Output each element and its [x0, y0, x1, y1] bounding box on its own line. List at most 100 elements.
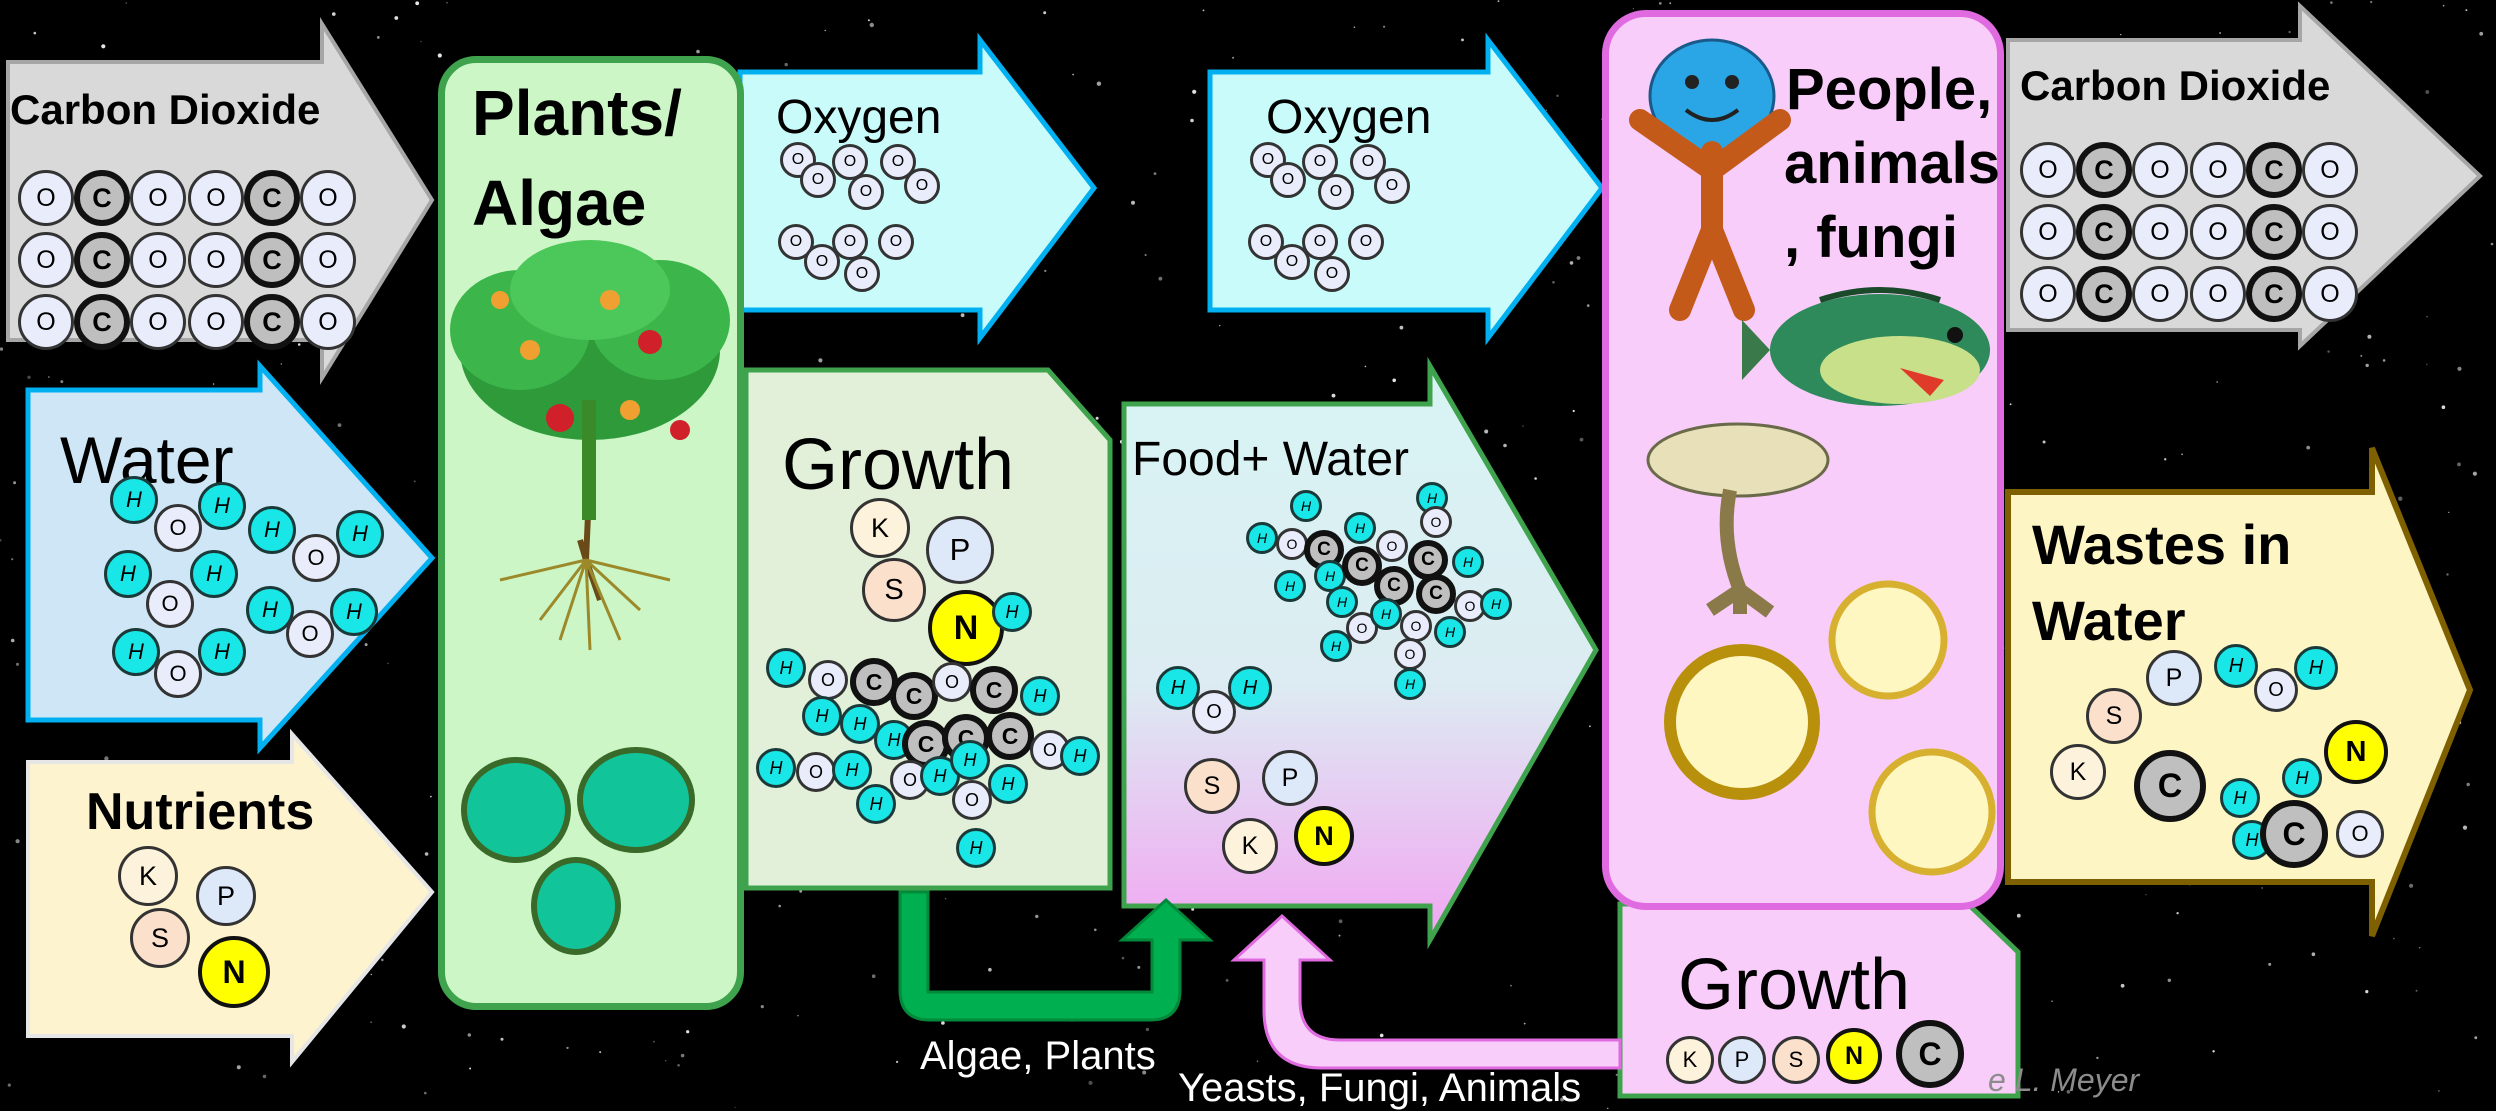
h-atom: H: [988, 764, 1028, 804]
h-atom: H: [2294, 646, 2338, 690]
o-atom: O: [18, 170, 74, 226]
n-atom: N: [1294, 806, 1354, 866]
c-atom: C: [2134, 750, 2206, 822]
c-atom: C: [970, 666, 1018, 714]
h-atom: H: [856, 784, 896, 824]
h-atom: H: [756, 748, 796, 788]
h-atom: H: [1228, 666, 1272, 710]
o-atom: O: [146, 580, 194, 628]
algae-cells: [464, 750, 692, 952]
h-atom: H: [950, 740, 990, 780]
h-atom: H: [2220, 778, 2260, 818]
h-atom: H: [956, 828, 996, 868]
p-atom: P: [1262, 750, 1318, 806]
h-atom: H: [1020, 676, 1060, 716]
o-atom: O: [1420, 506, 1452, 538]
o-atom: O: [286, 610, 334, 658]
o-atom: O: [844, 256, 880, 292]
o-atom: O: [300, 232, 356, 288]
h-atom: H: [2282, 758, 2322, 798]
o-atom: O: [300, 170, 356, 226]
fish-illustration: [1742, 290, 1990, 406]
o-atom: O: [1400, 610, 1432, 642]
o-atom: O: [1318, 174, 1354, 210]
mushroom-illustration: [1648, 424, 1828, 614]
o-atom: O: [130, 294, 186, 350]
c-atom: C: [74, 232, 130, 288]
h-atom: H: [1452, 546, 1484, 578]
o-atom: O: [2020, 142, 2076, 198]
o-atom: O: [1314, 256, 1350, 292]
h-atom: H: [1246, 522, 1278, 554]
o-atom: O: [154, 650, 202, 698]
o-atom: O: [2254, 668, 2298, 712]
o-atom: O: [932, 662, 972, 702]
s-atom: S: [130, 908, 190, 968]
c-atom: C: [244, 294, 300, 350]
o-atom: O: [2190, 204, 2246, 260]
o-atom: O: [1348, 224, 1384, 260]
o-atom: O: [1374, 168, 1410, 204]
c-atom: C: [74, 294, 130, 350]
c-atom: C: [986, 712, 1034, 760]
o-atom: O: [1376, 530, 1408, 562]
o-atom: O: [808, 660, 848, 700]
o-atom: O: [2302, 142, 2358, 198]
o-atom: O: [292, 534, 340, 582]
o-atom: O: [952, 780, 992, 820]
o-atom: O: [188, 232, 244, 288]
h-atom: H: [1290, 490, 1322, 522]
h-atom: H: [110, 476, 158, 524]
o-atom: O: [130, 170, 186, 226]
o-atom: O: [796, 752, 836, 792]
p-atom: P: [1718, 1036, 1766, 1084]
k-atom: K: [1222, 818, 1278, 874]
o-atom: O: [832, 224, 868, 260]
o-atom: O: [2132, 204, 2188, 260]
o-atom: O: [848, 174, 884, 210]
h-atom: H: [248, 506, 296, 554]
h-atom: H: [832, 750, 872, 790]
h-atom: H: [1344, 512, 1376, 544]
o-atom: O: [300, 294, 356, 350]
o-atom: O: [130, 232, 186, 288]
h-atom: H: [1320, 630, 1352, 662]
h-atom: H: [198, 628, 246, 676]
h-atom: H: [2214, 644, 2258, 688]
h-atom: H: [992, 592, 1032, 632]
c-atom: C: [890, 672, 938, 720]
k-atom: K: [1666, 1036, 1714, 1084]
o-atom: O: [188, 170, 244, 226]
p-atom: P: [926, 516, 994, 584]
c-atom: C: [244, 232, 300, 288]
h-atom: H: [1434, 616, 1466, 648]
k-atom: K: [2050, 744, 2106, 800]
o-atom: O: [2190, 266, 2246, 322]
o-atom: O: [2336, 810, 2384, 858]
o-atom: O: [2020, 204, 2076, 260]
n-atom: N: [2324, 720, 2388, 784]
c-atom: C: [74, 170, 130, 226]
h-atom: H: [1370, 598, 1402, 630]
o-atom: O: [800, 162, 836, 198]
k-atom: K: [118, 846, 178, 906]
o-atom: O: [18, 294, 74, 350]
person-illustration: [1640, 40, 1780, 310]
h-atom: H: [766, 648, 806, 688]
o-atom: O: [2132, 142, 2188, 198]
o-atom: O: [904, 168, 940, 204]
o-atom: O: [2302, 266, 2358, 322]
o-atom: O: [188, 294, 244, 350]
h-atom: H: [336, 510, 384, 558]
h-atom: H: [802, 696, 842, 736]
c-atom: C: [2246, 266, 2302, 322]
c-atom: C: [2076, 142, 2132, 198]
o-atom: O: [878, 224, 914, 260]
n-atom: N: [198, 936, 270, 1008]
k-atom: K: [850, 498, 910, 558]
o-atom: O: [2132, 266, 2188, 322]
c-atom: C: [2260, 800, 2328, 868]
c-atom: C: [244, 170, 300, 226]
tree-illustration: [450, 240, 730, 650]
o-atom: O: [1302, 224, 1338, 260]
